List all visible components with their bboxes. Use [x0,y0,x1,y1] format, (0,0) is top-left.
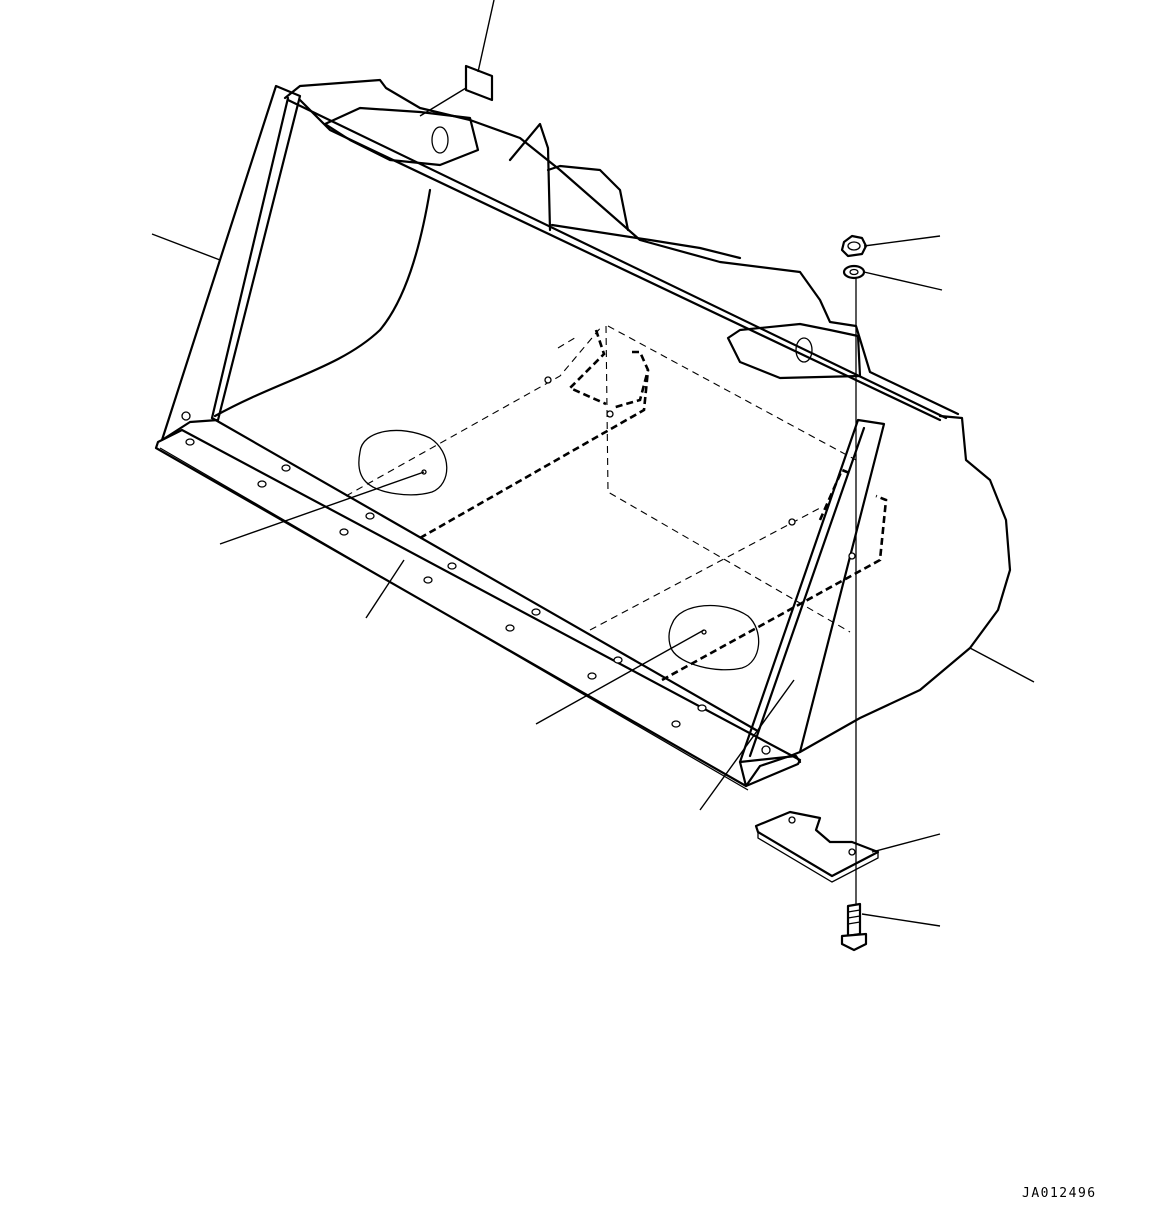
leader-label-plate [477,0,495,73]
bucket-floor [210,416,758,732]
cutting-edge-bolt-holes [185,438,707,728]
side-plate [160,84,302,442]
leader-lines [151,0,1035,927]
leader-side-cutter [699,679,795,811]
leader-shim-plate [871,833,941,853]
leader-label-plate-to-bracket [419,87,467,117]
bolt [840,902,868,952]
washer [842,264,866,280]
leader-bucket-shell [969,647,1035,683]
nut [840,234,868,258]
wear-plate-left [358,429,448,496]
bucket-body [213,78,1012,754]
leader-wear-plate-left [219,471,425,545]
side-cutter [738,418,886,788]
leader-washer [863,271,943,291]
drawing-id-code: JA012496 [1022,1186,1097,1201]
cutting-edge [154,428,802,791]
shim-plate [754,810,880,883]
label-plate [464,64,494,102]
leader-nut [863,235,941,247]
leader-wear-plate-right [535,629,705,725]
leader-bolt [861,913,941,927]
leader-side-plate [151,233,221,261]
hidden-lines [345,325,888,682]
wear-plate-right [668,604,760,671]
leader-cutting-edge [365,559,405,619]
